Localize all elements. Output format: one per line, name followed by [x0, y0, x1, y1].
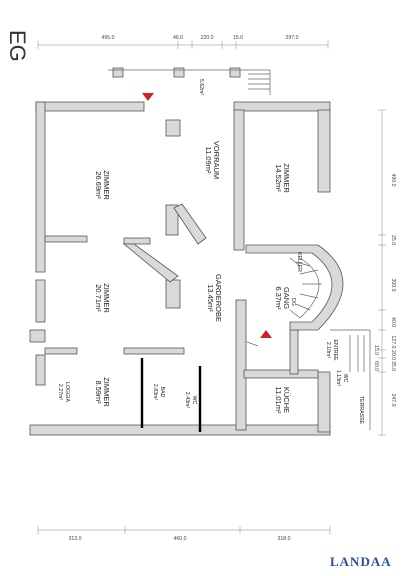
dim-right-6: 20.0: [390, 350, 396, 360]
dim-right-3: 300.0: [390, 279, 396, 292]
room-area: 13.45m²: [206, 284, 215, 312]
entry-arrow-top: [142, 93, 154, 101]
terrace-steps: [330, 329, 371, 430]
dim-top-2: 46.0: [173, 35, 183, 41]
room-zimmer-2: ZIMMER 14.52m²: [274, 163, 291, 193]
bottom-dimension-line: 313.0 460.0 318.0: [37, 526, 331, 542]
room-vorraum: VORRAUM 11.09m²: [204, 141, 221, 179]
room-area: 26.69m²: [94, 171, 103, 199]
dim-bottom-2: 460.0: [174, 536, 187, 542]
room-area: 14.52m²: [274, 164, 283, 192]
dim-bottom-3: 318.0: [278, 536, 291, 542]
top-dimension-line: 495.0 46.0 220.0 15.0 297.0: [37, 35, 329, 49]
porch-area: 5.62m²: [198, 79, 204, 95]
room-area: 8.59m²: [94, 380, 103, 404]
room-garderobe: GARDEROBE 13.45m²: [206, 274, 223, 322]
room-entree: ENTREE 2.10m²: [325, 339, 338, 361]
room-gang: GANG 6.37m²: [274, 286, 291, 310]
dg-label: DG: [290, 298, 296, 306]
room-name: ENTREE: [332, 339, 338, 361]
room-zimmer-4: ZIMMER 8.59m²: [94, 377, 111, 407]
room-zimmer-3: ZIMMER 20.71m²: [94, 283, 111, 313]
dim-top-1: 495.0: [102, 35, 115, 41]
room-name: LOGGIA: [64, 382, 70, 402]
entry-arrow-gang: [260, 330, 272, 338]
room-name: WC: [342, 374, 348, 383]
room-area: 11.01m²: [274, 387, 283, 414]
dim-right-1: 490.0: [390, 174, 396, 187]
dim-right-4: 40.0: [390, 317, 396, 327]
dim-right-7: 35.0: [390, 361, 396, 371]
room-name: ZIMMER: [282, 163, 291, 193]
room-name: BAD: [159, 387, 165, 398]
door-swing: [246, 341, 259, 347]
room-area: 11.09m²: [204, 147, 213, 174]
dim-bottom-1: 313.0: [69, 536, 82, 542]
dim-top-3: 220.0: [201, 35, 214, 41]
dim-right-8: 247.0: [390, 394, 396, 407]
room-wc-2: WC 1.13m²: [335, 370, 348, 386]
room-area: 2.10m²: [325, 342, 331, 358]
dim-right-small-2: 60.0: [373, 361, 379, 371]
room-bad: BAD 2.83m²: [152, 384, 165, 400]
room-name: VORRAUM: [212, 141, 221, 179]
room-name: GARDEROBE: [214, 274, 223, 322]
dim-top-5: 297.0: [286, 35, 299, 41]
dim-top-4: 15.0: [233, 35, 243, 41]
right-dimension-line: 490.0 25.0 300.0 40.0 127.0 20.0 35.0 24…: [373, 109, 396, 436]
room-kueche: KÜCHE 11.01m²: [274, 387, 291, 414]
room-name: ZIMMER: [102, 170, 111, 200]
room-wc-1: WC 2.43m²: [184, 392, 197, 408]
room-area: 6.37m²: [274, 286, 283, 310]
room-name: ZIMMER: [102, 283, 111, 313]
dim-right-5: 127.0: [390, 336, 396, 349]
room-name: ZIMMER: [102, 377, 111, 407]
walls: [29, 67, 344, 436]
keller-label: KELLER: [296, 252, 302, 272]
dim-right-small-1: 15.0: [373, 345, 379, 355]
room-area: 1.13m²: [335, 370, 341, 386]
room-name: KÜCHE: [282, 387, 291, 413]
diagonal-partition-2: [173, 203, 207, 245]
room-name: GANG: [282, 287, 291, 309]
room-area: 2.43m²: [184, 392, 190, 408]
room-area: 2.27m²: [57, 384, 63, 400]
room-name: WC: [191, 396, 197, 405]
diagonal-partition: [122, 243, 179, 283]
room-area: 2.83m²: [152, 384, 158, 400]
staircase: [289, 257, 322, 319]
terrasse-label: TERRASSE: [358, 396, 364, 425]
dim-right-2: 25.0: [390, 235, 396, 245]
room-area: 20.71m²: [94, 284, 103, 312]
room-loggia: LOGGIA 2.27m²: [57, 382, 70, 402]
brand-logo: LANDAA: [330, 554, 392, 569]
room-zimmer-1: ZIMMER 26.69m²: [94, 170, 111, 200]
floor-label: EG: [5, 30, 30, 62]
